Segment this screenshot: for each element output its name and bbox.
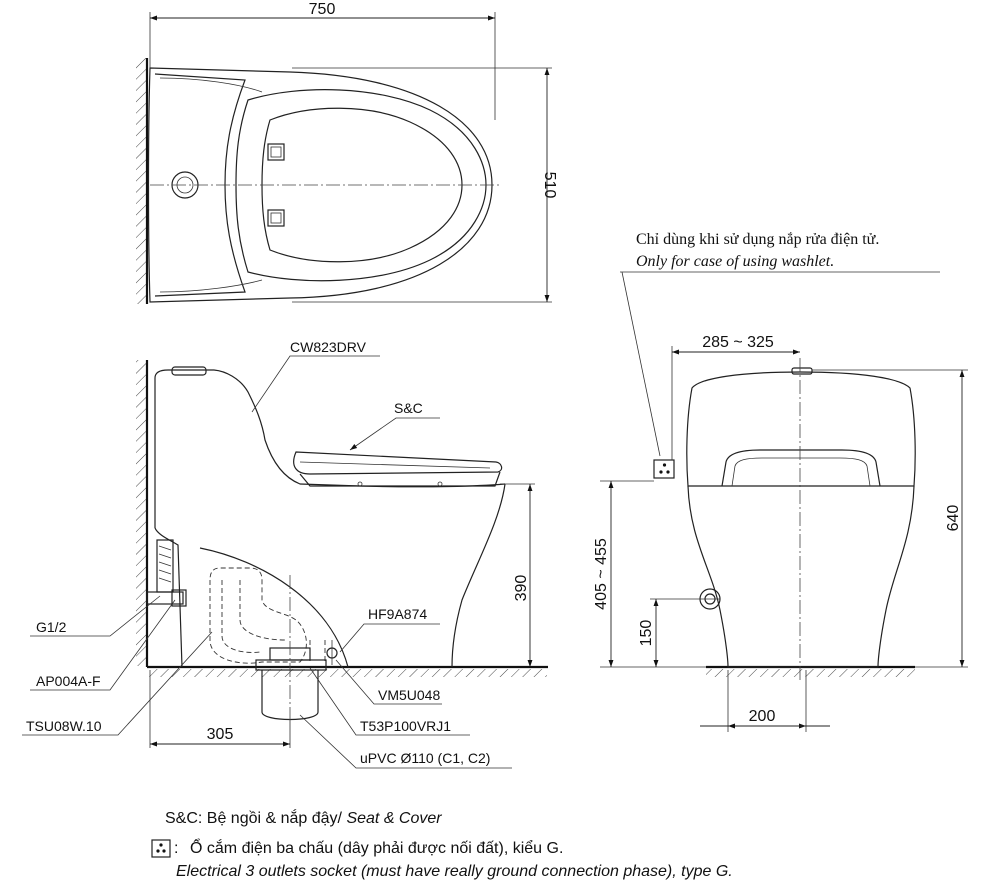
label-drain-pipe: uPVC Ø110 (C1, C2) (360, 750, 490, 766)
note-socket-vi: Ổ cắm điện ba chấu (dây phải được nối đấ… (190, 838, 563, 857)
hinge-upper (267, 143, 285, 161)
label-valve: AP004A-F (36, 673, 101, 689)
top-view: 750 510 (136, 1, 558, 304)
label-body-model: CW823DRV (290, 339, 367, 355)
note-sc: S&C: Bệ ngồi & nắp đậy/ Seat & Cover (165, 808, 442, 827)
lid-outline-top (235, 89, 487, 282)
label-flange: HF9A874 (368, 606, 427, 622)
bowl-front (687, 485, 915, 668)
label-supply: G1/2 (36, 619, 67, 635)
dim-seat-height: 390 (513, 575, 530, 602)
dim-wall-to-center: 305 (207, 726, 234, 743)
wall-hatch-top (136, 58, 146, 304)
wall-hatch-side (136, 360, 146, 666)
dim-total-height: 640 (945, 505, 962, 532)
dim-base-width: 200 (749, 708, 776, 725)
floor-flange (255, 659, 327, 671)
flush-button-side (171, 366, 207, 376)
hinge-lower (267, 209, 285, 227)
dim-top-width: 750 (309, 1, 336, 18)
seat-side (293, 451, 503, 475)
dim-socket-height: 405 ~ 455 (593, 538, 610, 610)
washlet-note-en: Only for case of using washlet. (636, 253, 834, 270)
seat-handle-front (721, 449, 881, 487)
label-hose: TSU08W.10 (26, 718, 102, 734)
washlet-note-vi: Chỉ dùng khi sử dụng nắp rửa điện tử. (636, 231, 879, 248)
socket-legend-colon: : (174, 840, 178, 857)
bowl-side (451, 483, 506, 668)
tank-front (686, 371, 916, 487)
footnotes: S&C: Bệ ngồi & nắp đậy/ Seat & Cover : Ổ… (151, 808, 733, 880)
socket-legend-icon (151, 839, 171, 858)
label-pipe-adapter: T53P100VRJ1 (360, 718, 451, 734)
dim-outlet-spacing: 285 ~ 325 (702, 334, 774, 351)
angle-valve (146, 591, 184, 605)
tank-bottom-edge (159, 279, 263, 293)
side-view: 390 305 CW823DRV S&C G1/2 AP004A-F TSU08… (22, 339, 548, 769)
front-view: Chỉ dùng khi sử dụng nắp rửa điện tử. On… (593, 231, 968, 732)
trap-hidden (209, 567, 307, 664)
toilet-outline-top (147, 67, 493, 303)
dim-top-depth: 510 (541, 172, 558, 199)
dim-supply-height: 150 (638, 620, 655, 647)
seat-inner-top (261, 107, 463, 263)
label-bolt: VM5U048 (378, 687, 440, 703)
tank-side (154, 369, 506, 488)
tank-top-edge (159, 77, 263, 93)
label-seat: S&C (394, 400, 423, 416)
note-socket-en: Electrical 3 outlets socket (must have r… (176, 863, 733, 880)
socket-icon (653, 459, 675, 479)
